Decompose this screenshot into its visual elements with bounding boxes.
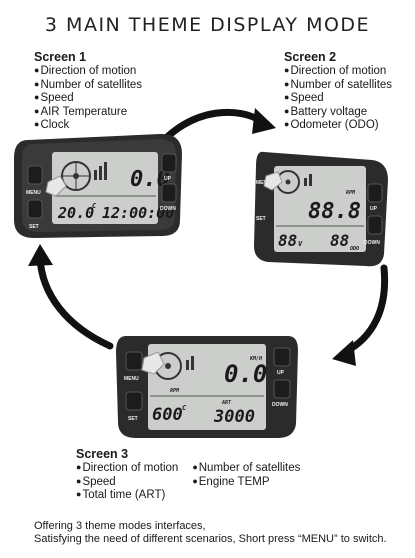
engine-temp-unit: C xyxy=(182,404,187,412)
up-button-shape xyxy=(161,153,177,173)
up-label: UP xyxy=(277,370,285,376)
screen1-feature: Direction of motion xyxy=(34,65,142,79)
device-screen-3: 0.0 KM/H RPM 600 C ART 3000 MENU SET UP … xyxy=(112,330,302,442)
hand-pointer-icon xyxy=(45,175,67,197)
satellite-icon xyxy=(94,170,97,180)
down-button-shape xyxy=(273,379,291,399)
lcd-screen xyxy=(148,344,266,430)
battery-voltage-value: 88 xyxy=(278,231,297,250)
down-label: DOWN xyxy=(364,240,380,246)
lcd-screen xyxy=(52,152,158,224)
screen3-feature: Number of satellites xyxy=(192,462,301,476)
value-top: 88.8 xyxy=(308,199,361,224)
clock-value: 12:00:00 xyxy=(102,204,174,222)
set-button-shape xyxy=(27,199,43,219)
menu-label: MENU xyxy=(26,190,41,196)
menu-button-shape xyxy=(27,165,43,185)
down-label: DOWN xyxy=(160,206,176,212)
up-label: UP xyxy=(370,206,378,212)
rpm-small-label: RPM xyxy=(346,190,356,196)
screen1-feature: AIR Temperature xyxy=(34,106,142,120)
screen3-heading: Screen 3 xyxy=(76,447,129,461)
device-screen-1: 0.0 20.0 C 12:00:00 MENU SET UP DOWN xyxy=(10,130,185,242)
temperature-value: 20.0 xyxy=(57,204,94,222)
footer-line-1: Offering 3 theme modes interfaces, xyxy=(34,520,206,532)
menu-button-shape xyxy=(125,351,143,371)
screen2-features: Screen 2 Direction of motion Number of s… xyxy=(284,50,392,133)
screen3-feature-column-2: Number of satellites Engine TEMP xyxy=(192,462,301,503)
rpm-label: RPM xyxy=(170,388,180,394)
set-button-shape xyxy=(125,391,143,411)
set-label: SET xyxy=(29,224,39,230)
screen3-feature: Engine TEMP xyxy=(192,476,300,490)
screen1-feature: Clock xyxy=(34,119,142,133)
battery-voltage-unit: V xyxy=(298,240,303,248)
art-value: 3000 xyxy=(213,407,255,427)
device-screen-2: 88.8 RPM 88 V 88 ODO UP DOWN MENU SET xyxy=(252,146,392,270)
hand-pointer-icon xyxy=(141,351,165,375)
satellite-icon xyxy=(304,178,307,186)
screen1-feature: Speed xyxy=(34,92,142,106)
screen3-feature: Total time (ART) xyxy=(76,489,178,503)
down-label: DOWN xyxy=(272,402,288,408)
screen3-features: Screen 3 Direction of motion Speed Total… xyxy=(76,447,300,503)
device-body: 0.0 20.0 C 12:00:00 MENU SET UP DOWN xyxy=(14,133,182,238)
screen2-feature: Odometer (ODO) xyxy=(284,119,392,133)
down-button-shape xyxy=(161,183,177,203)
temperature-unit: C xyxy=(92,202,97,210)
screen2-feature: Speed xyxy=(284,92,392,106)
device-body: 88.8 RPM 88 V 88 ODO UP DOWN MENU SET xyxy=(254,151,388,267)
screen3-feature: Speed xyxy=(76,476,178,490)
screen2-heading: Screen 2 xyxy=(284,50,337,64)
screen2-feature: Number of satellites xyxy=(284,79,392,93)
screen1-heading: Screen 1 xyxy=(34,50,87,64)
menu-label: MENU xyxy=(256,180,271,186)
screen3-feature: Direction of motion xyxy=(76,462,178,476)
speed-unit: KM/H xyxy=(249,356,263,362)
screen1-features: Screen 1 Direction of motion Number of s… xyxy=(34,50,142,133)
screen3-feature-column-1: Direction of motion Speed Total time (AR… xyxy=(76,462,178,503)
set-label: SET xyxy=(128,416,138,422)
screen2-feature: Direction of motion xyxy=(284,65,392,79)
footer-text: Offering 3 theme modes interfaces, Satis… xyxy=(34,520,387,546)
screen1-feature: Number of satellites xyxy=(34,79,142,93)
up-button-shape xyxy=(273,347,291,367)
set-label: SET xyxy=(256,216,266,222)
speed-value: 0.0 xyxy=(224,360,267,388)
footer-line-2: Satisfying the need of different scenari… xyxy=(34,533,387,545)
engine-temp-value: 600 xyxy=(152,405,183,425)
page-title: 3 MAIN THEME DISPLAY MODE xyxy=(44,14,371,36)
odo-small-label: ODO xyxy=(350,246,359,252)
up-button-shape xyxy=(367,183,383,203)
odometer-value: 88 xyxy=(330,231,349,250)
art-label: ART xyxy=(221,400,232,406)
screen2-feature: Battery voltage xyxy=(284,106,392,120)
menu-label: MENU xyxy=(124,376,139,382)
satellite-icon xyxy=(186,360,189,370)
device-body: 0.0 KM/H RPM 600 C ART 3000 MENU SET UP … xyxy=(116,336,298,438)
up-label: UP xyxy=(164,176,172,182)
hand-pointer-icon xyxy=(263,171,283,191)
down-button-shape xyxy=(367,215,383,235)
